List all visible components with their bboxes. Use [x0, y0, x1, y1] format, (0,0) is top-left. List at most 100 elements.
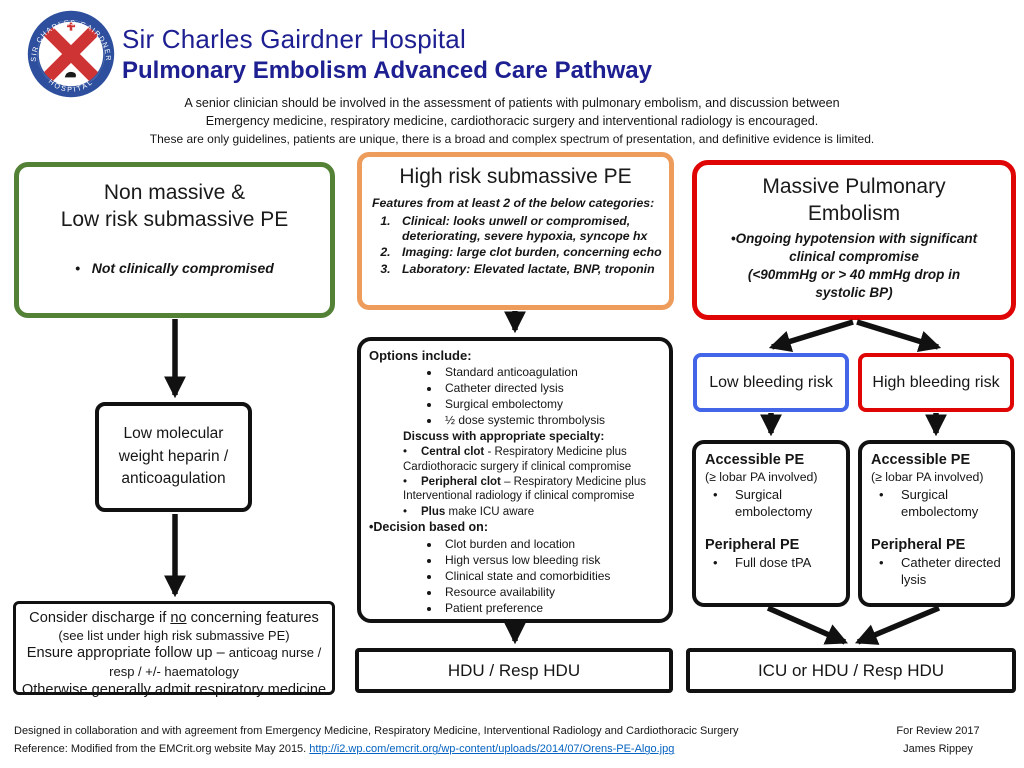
arrow-accright-to-icu	[854, 605, 941, 645]
intro-line-3: These are only guidelines, patients are …	[149, 131, 875, 146]
discharge-line4: Otherwise generally admit respiratory me…	[21, 682, 327, 699]
non-massive-bullet-text: Not clinically compromised	[91, 259, 274, 276]
discharge-line1-post: concerning features	[186, 610, 319, 626]
massive-title-line2: Embolism	[807, 202, 901, 226]
hospital-name: Sir Charles Gairdner Hospital	[122, 24, 466, 54]
bullet-glyph: •	[713, 555, 718, 571]
lmwh-text: Low molecular weight heparin / anticoagu…	[118, 425, 229, 488]
catheter-lysis-item: •Catheter directed lysis	[871, 555, 1005, 589]
discharge-consideration-box: Consider discharge if no concerning feat…	[13, 601, 335, 698]
peripheral-clot-text: – Respiratory Medicine plus Intervention…	[403, 476, 646, 503]
lmwh-anticoagulation-box: Low molecular weight heparin / anticoagu…	[95, 402, 252, 512]
surgical-embolectomy-item: • Surgical embolectomy	[705, 487, 840, 521]
high-risk-item-laboratory: Laboratory: Elevated lactate, BNP, tropo…	[394, 262, 669, 277]
footer-reference-prefix: Reference: Modified from the EMCrit.org …	[14, 743, 310, 756]
low-bleeding-risk-text: Low bleeding risk	[709, 373, 833, 391]
bullet-glyph: •	[713, 486, 718, 502]
arrow-accleft-to-icu	[766, 605, 849, 645]
reference-link[interactable]: http://i2.wp.com/emcrit.org/wp-content/u…	[309, 743, 675, 756]
icu-text: ICU or HDU / Resp HDU	[757, 660, 945, 680]
non-massive-pe-box: Non massive & Low risk submassive PE • N…	[14, 162, 335, 318]
bullet-glyph: •	[879, 555, 884, 571]
discharge-line3-post: anticoag nurse / resp / +/- haematology	[109, 645, 322, 679]
high-risk-item-imaging: Imaging: large clot burden, concerning e…	[394, 245, 669, 260]
bullet-glyph: •	[75, 259, 81, 276]
peripheral-pe-heading: Peripheral PE	[871, 536, 966, 553]
discuss-specialty-heading: Discuss with appropriate specialty:	[403, 429, 605, 444]
icu-aware-text: make ICU aware	[445, 505, 535, 518]
high-bleed-treatment-box: Accessible PE (≥ lobar PA involved) • Sur…	[858, 440, 1015, 607]
hospital-logo-icon: SIR CHARLES GAIRDNER HOSPITAL	[26, 9, 116, 99]
footer-credit-line: Designed in collaboration and with agree…	[14, 725, 739, 737]
footer-review-block: For Review 2017 James Rippey	[855, 722, 1021, 759]
decision-clinical-state: Clinical state and comorbidities	[441, 569, 663, 584]
options-heading: Options include:	[369, 348, 472, 363]
discharge-no-underlined: no	[170, 610, 187, 626]
plus-label: Plus	[421, 505, 446, 518]
surgical-embolectomy-item: • Surgical embolectomy	[871, 487, 1005, 521]
high-risk-submassive-pe-box: High risk submassive PE Features from at…	[357, 152, 674, 310]
high-risk-criteria-list: Clinical: looks unwell or compromised, d…	[362, 214, 669, 277]
footer-reference-line: Reference: Modified from the EMCrit.org …	[14, 740, 854, 758]
non-massive-title-line1: Non massive &	[103, 181, 246, 204]
decision-bleeding-risk: High versus low bleeding risk	[441, 553, 663, 568]
low-bleed-treatment-box: Accessible PE (≥ lobar PA involved) • Sur…	[692, 440, 850, 607]
high-risk-title: High risk submassive PE	[399, 165, 632, 188]
massive-body-1: •Ongoing hypotension with significant cl…	[730, 230, 978, 264]
discuss-central-clot: • Central clot - Respiratory Medicine plu…	[403, 445, 663, 474]
lobar-pa-note: (≥ lobar PA involved)	[871, 469, 984, 484]
footer-review-date: For Review 2017	[896, 725, 980, 737]
page-title: Pulmonary Embolism Advanced Care Pathway	[122, 57, 652, 84]
discharge-line1-pre: Consider discharge if	[29, 610, 171, 626]
intro-text: A senior clinician should be involved in…	[0, 94, 1024, 148]
surgical-embolectomy-text: Surgical embolectomy	[735, 486, 813, 519]
discuss-icu-aware: • Plus make ICU aware	[403, 505, 663, 519]
high-bleeding-risk-text: High bleeding risk	[872, 373, 1000, 391]
discuss-peripheral-clot: • Peripheral clot – Respiratory Medicine …	[403, 475, 663, 504]
treatment-options-box: Options include: Standard anticoagulatio…	[357, 337, 673, 623]
peripheral-clot-label: Peripheral clot	[421, 476, 501, 488]
option-surgical-embolectomy: Surgical embolectomy	[441, 397, 663, 412]
low-bleeding-risk-box: Low bleeding risk	[693, 353, 849, 412]
massive-title-line1: Massive Pulmonary	[762, 175, 946, 198]
decision-clot-burden: Clot burden and location	[441, 537, 663, 552]
arrow-massive-to-highbleed	[856, 319, 942, 352]
high-risk-item-clinical: Clinical: looks unwell or compromised, d…	[394, 214, 669, 245]
high-bleeding-risk-box: High bleeding risk	[858, 353, 1014, 412]
surgical-embolectomy-text: Surgical embolectomy	[901, 486, 979, 519]
full-dose-tpa-text: Full dose tPA	[735, 555, 812, 571]
peripheral-pe-heading: Peripheral PE	[705, 536, 800, 553]
discharge-line2: (see list under high risk submassive PE)	[58, 627, 290, 643]
central-clot-text: - Respiratory Medicine plus Cardiothorac…	[403, 446, 632, 473]
massive-pe-box: Massive Pulmonary Embolism •Ongoing hypo…	[692, 160, 1016, 320]
intro-line-2: Emergency medicine, respiratory medicine…	[205, 114, 819, 129]
central-clot-label: Central clot	[421, 446, 485, 459]
bullet-glyph: •	[403, 505, 408, 518]
high-risk-subtitle: Features from at least 2 of the below ca…	[372, 196, 655, 211]
lobar-pa-note: (≥ lobar PA involved)	[705, 469, 818, 484]
arrow-massive-to-lowbleed	[768, 319, 854, 352]
accessible-pe-heading: Accessible PE	[705, 452, 805, 468]
discharge-line3-pre: Ensure appropriate follow up –	[26, 645, 229, 662]
hdu-disposition-box: HDU / Resp HDU	[355, 648, 673, 693]
intro-line-1: A senior clinician should be involved in…	[184, 96, 840, 110]
bullet-glyph: •	[403, 476, 408, 488]
footer-author: James Rippey	[903, 743, 973, 756]
non-massive-title-line2: Low risk submassive PE	[60, 208, 289, 232]
full-dose-tpa-item: • Full dose tPA	[705, 555, 840, 572]
massive-body-2: (<90mmHg or > 40 mmHg drop in systolic B…	[747, 267, 961, 301]
accessible-pe-heading: Accessible PE	[871, 452, 971, 468]
options-list: Standard anticoagulation Catheter direct…	[369, 365, 663, 428]
decision-preference: Patient preference	[441, 601, 663, 616]
decision-list: Clot burden and location High versus low…	[369, 537, 663, 616]
decision-heading: •Decision based on:	[369, 520, 488, 535]
option-catheter-lysis: Catheter directed lysis	[441, 381, 663, 396]
bullet-glyph: •	[879, 486, 884, 502]
bullet-glyph: •	[403, 446, 408, 459]
footer-credits: Designed in collaboration and with agree…	[14, 722, 854, 759]
decision-resources: Resource availability	[441, 585, 663, 600]
icu-disposition-box: ICU or HDU / Resp HDU	[686, 648, 1016, 693]
non-massive-bullet: • Not clinically compromised	[19, 260, 330, 276]
option-standard-anticoagulation: Standard anticoagulation	[441, 365, 663, 380]
